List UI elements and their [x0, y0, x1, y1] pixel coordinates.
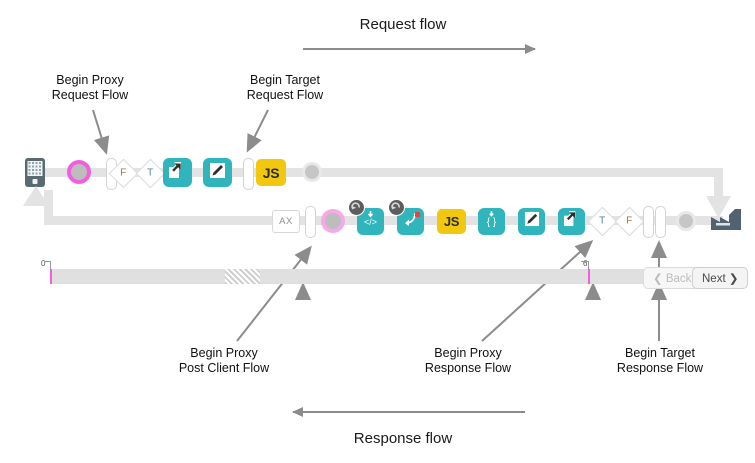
- timeline-segment[interactable]: [55, 269, 192, 284]
- condition-true-label: T: [599, 215, 606, 227]
- return-arrow-icon: [402, 211, 419, 232]
- js-label: JS: [262, 164, 280, 181]
- timeline-segment[interactable]: [292, 269, 400, 284]
- request-flow-title: Request flow: [359, 16, 447, 33]
- timeline-tick-line-start: [50, 261, 51, 269]
- assign-message-policy-response[interactable]: [558, 208, 585, 235]
- response-end-marker[interactable]: [676, 211, 696, 231]
- timeline-segment[interactable]: [190, 269, 227, 284]
- svg-text:</>: </>: [364, 217, 377, 227]
- timeline-tick-label-end: 6: [583, 259, 588, 268]
- condition-true-label: T: [147, 167, 154, 179]
- pencil-icon: [524, 211, 540, 232]
- request-flow-arrow: [303, 44, 536, 54]
- target-server-icon: [711, 209, 741, 236]
- post-client-flow-divider[interactable]: [305, 206, 316, 238]
- condition-true-node[interactable]: T: [135, 158, 166, 189]
- condition-true-node-response[interactable]: T: [587, 206, 618, 237]
- raise-fault-policy[interactable]: [388, 199, 424, 235]
- callout-begin-proxy-request-flow: Begin Proxy Request Flow: [51, 73, 129, 102]
- code-icon: </>: [362, 211, 379, 232]
- assign-message-policy-request[interactable]: [163, 158, 192, 187]
- condition-false-label: F: [120, 167, 127, 179]
- callout-begin-proxy-response-flow: Begin Proxy Response Flow: [424, 346, 512, 375]
- response-flow-arrow: [292, 407, 525, 417]
- response-flow-title: Response flow: [353, 430, 453, 447]
- js-label: JS: [443, 214, 460, 229]
- request-rail: [44, 168, 723, 177]
- timeline-segment[interactable]: [260, 269, 294, 284]
- target-response-flow-divider[interactable]: [655, 206, 666, 238]
- target-request-flow-divider[interactable]: [243, 158, 254, 190]
- timeline-tick-cap-start: [44, 261, 51, 262]
- ax-label: AX: [279, 216, 293, 227]
- callout-begin-target-request-flow: Begin Target Request Flow: [246, 73, 324, 102]
- callout-begin-proxy-post-client-flow: Begin Proxy Post Client Flow: [178, 346, 270, 375]
- response-rail-arrowhead: [23, 186, 49, 206]
- timeline-start-marker: [50, 269, 52, 284]
- javascript-policy-response[interactable]: JS: [437, 209, 466, 234]
- condition-false-node-response[interactable]: F: [614, 206, 645, 237]
- share-arrow-icon: [563, 211, 580, 232]
- timeline-tick-cap-end: [581, 261, 588, 262]
- braces-icon: { }: [483, 211, 500, 232]
- request-rail-elbow: [714, 168, 723, 202]
- timeline-end-marker: [588, 269, 590, 284]
- edit-policy-response[interactable]: [518, 208, 545, 235]
- extract-variables-policy[interactable]: </>: [348, 199, 384, 235]
- timeline-tick-line-end: [588, 261, 589, 269]
- proxy-response-flow-divider[interactable]: [643, 206, 654, 238]
- response-rail-elbow: [44, 190, 53, 220]
- back-button[interactable]: ❮ Back: [643, 267, 702, 289]
- timeline-segment[interactable]: [398, 269, 657, 284]
- next-button[interactable]: Next ❯: [692, 267, 749, 289]
- request-end-marker[interactable]: [302, 162, 322, 182]
- proxy-request-flow-marker[interactable]: [67, 160, 91, 184]
- analytics-policy[interactable]: AX: [272, 210, 300, 233]
- mobile-device-icon: [24, 157, 46, 193]
- javascript-policy-request[interactable]: JS: [256, 159, 286, 186]
- callout-begin-target-response-flow: Begin Target Response Flow: [616, 346, 704, 375]
- timeline-tick-label-start: 0: [41, 259, 46, 268]
- fault-indicator-icon: [415, 212, 420, 217]
- error-badge-icon[interactable]: [388, 199, 405, 216]
- condition-false-label: F: [626, 215, 633, 227]
- post-client-flow-marker[interactable]: [321, 209, 345, 233]
- share-arrow-icon: [169, 161, 186, 184]
- pencil-icon: [209, 162, 226, 184]
- error-badge-icon[interactable]: [348, 199, 365, 216]
- svg-text:{ }: { }: [487, 217, 497, 227]
- timeline-hatched-segment[interactable]: [225, 269, 260, 284]
- request-rail-arrowhead: [706, 196, 731, 218]
- timeline-track[interactable]: [50, 269, 657, 284]
- json-policy[interactable]: { }: [478, 208, 505, 235]
- edit-policy-request[interactable]: [203, 158, 232, 187]
